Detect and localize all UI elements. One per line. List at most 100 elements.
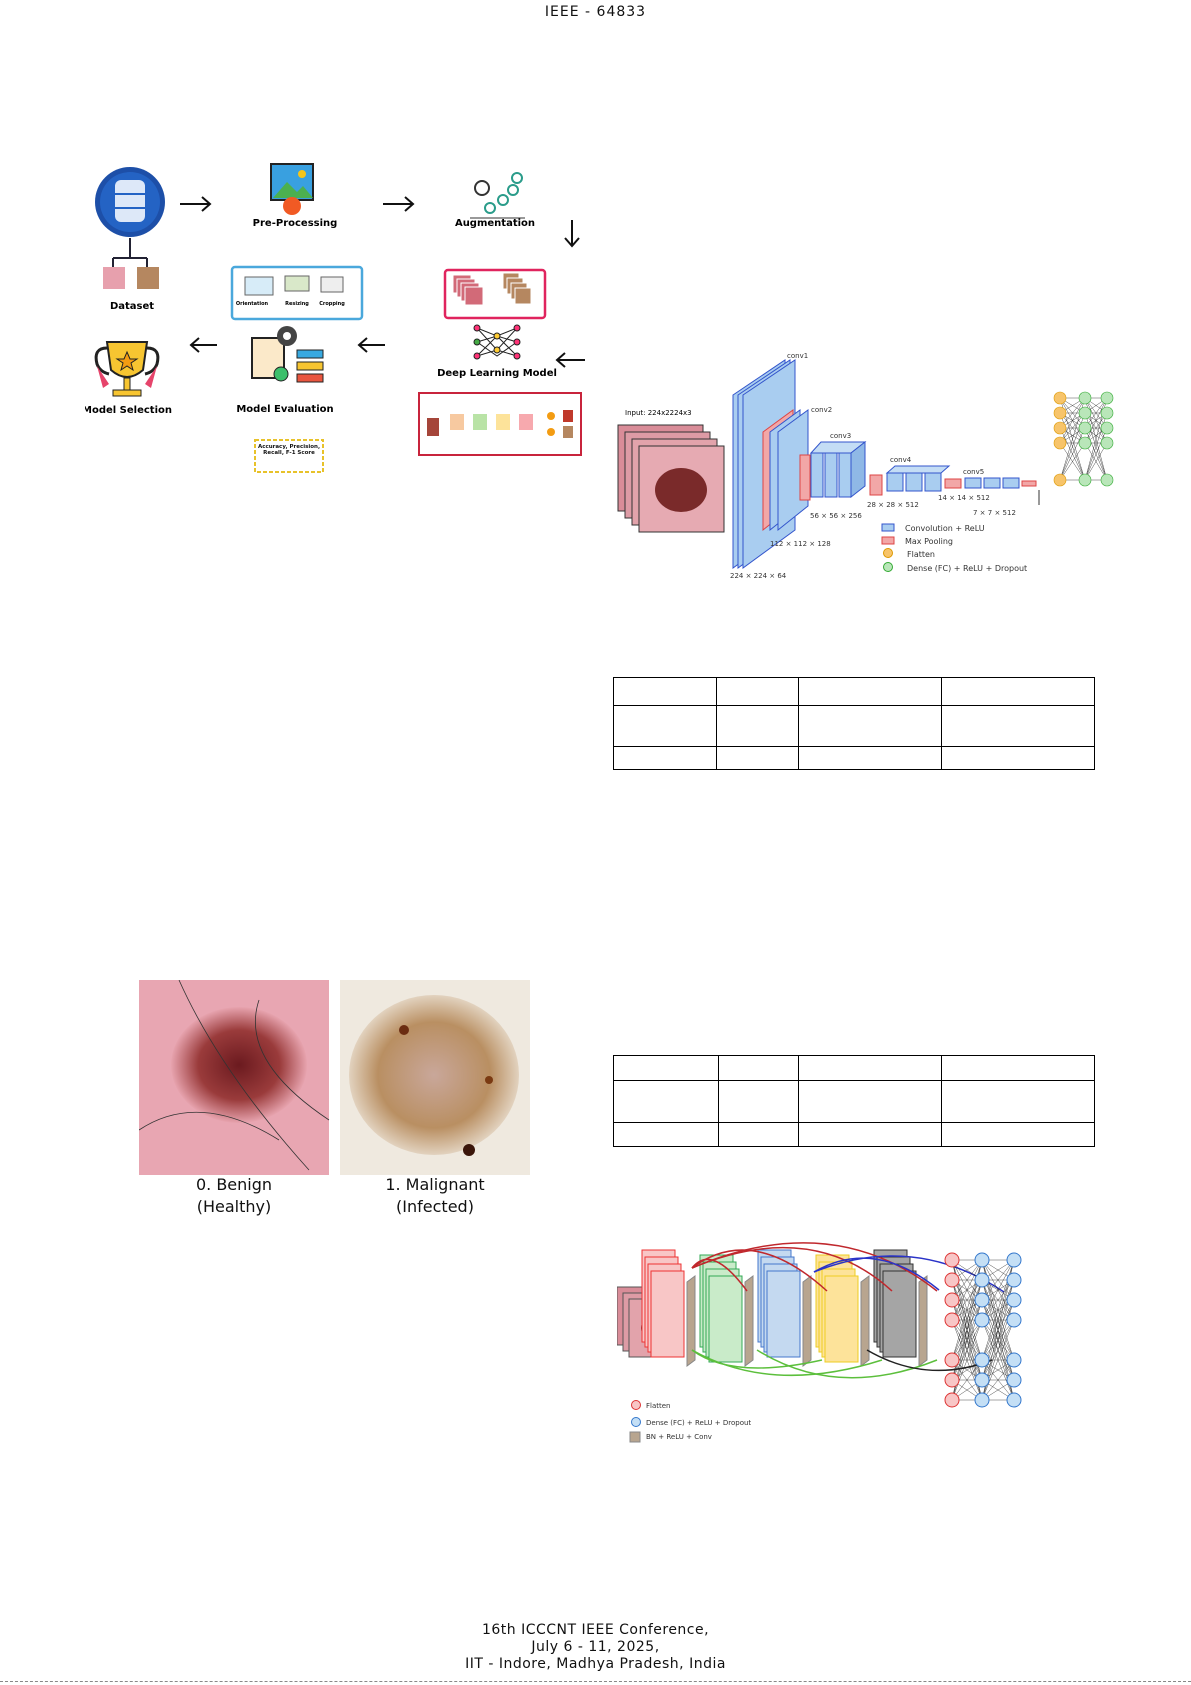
legend-pool: Max Pooling xyxy=(905,537,953,546)
neuron-node xyxy=(1006,1372,1022,1388)
step-augmentation: Augmentation xyxy=(455,218,535,229)
table-row xyxy=(613,1055,1095,1081)
neuron-node xyxy=(1053,391,1067,405)
neuron-node xyxy=(1078,421,1092,435)
fc-layers xyxy=(1053,391,1114,487)
neuron-node xyxy=(1006,1392,1022,1408)
evaluation-icon xyxy=(251,326,324,383)
class-sub: (Infected) xyxy=(396,1197,474,1216)
input-image-stack xyxy=(617,424,725,533)
table-row xyxy=(613,1080,1095,1123)
neuron-node xyxy=(1006,1252,1022,1268)
densenet-architecture-figure: Flatten Dense (FC) + ReLU + Dropout BN +… xyxy=(617,1242,1022,1443)
transition-layer xyxy=(686,1275,696,1367)
neuron-node xyxy=(1053,406,1067,420)
page-bottom-rule xyxy=(0,1681,1191,1682)
input-label: Input: 224x2224x3 xyxy=(625,409,692,417)
class-name: 0. Benign xyxy=(195,1175,273,1194)
conv3-label: conv3 xyxy=(830,432,851,440)
neuron-node xyxy=(974,1392,990,1408)
page-header: IEEE - 64833 xyxy=(544,4,647,20)
neuron-node xyxy=(974,1312,990,1328)
neuron-node xyxy=(1006,1352,1022,1368)
metrics-box xyxy=(254,439,324,473)
neuron-node xyxy=(1006,1312,1022,1328)
vgg-architecture-figure: Input: 224x2224x3 conv1 conv2 conv3 conv… xyxy=(617,352,1114,580)
transition-layer xyxy=(744,1275,754,1367)
conv2-label: conv2 xyxy=(811,406,832,414)
conv5-label: conv5 xyxy=(963,468,984,476)
dense-block-5 xyxy=(873,1249,928,1367)
step-preprocessing: Pre-Processing xyxy=(253,218,338,229)
conv1-label: conv1 xyxy=(787,352,808,360)
label-benign: 0. Benign (Healthy) xyxy=(139,1174,329,1218)
neuron-node xyxy=(1100,436,1114,450)
preproc-resizing: Resizing xyxy=(285,301,309,307)
neuron-node xyxy=(944,1312,960,1328)
neuron-node xyxy=(944,1392,960,1408)
neuron-node xyxy=(1006,1272,1022,1288)
neuron-node xyxy=(944,1372,960,1388)
table-row xyxy=(613,705,1095,747)
preproc-cropping: Cropping xyxy=(319,301,345,307)
dim-label: 224 × 224 × 64 xyxy=(730,572,787,580)
table-row xyxy=(613,746,1095,770)
dim-label: 56 × 56 × 256 xyxy=(810,512,862,520)
augmentation-icon xyxy=(470,172,525,219)
legend-bn-relu-conv: BN + ReLU + Conv xyxy=(646,1433,712,1441)
neuron-node xyxy=(1100,406,1114,420)
arrow-down-icon xyxy=(564,220,580,248)
arrow-right-icon xyxy=(383,196,415,212)
neuron-node xyxy=(1053,436,1067,450)
fc-layers xyxy=(944,1252,1022,1408)
table-1 xyxy=(613,677,1095,770)
page-footer: 16th ICCCNT IEEE Conference, July 6 - 11… xyxy=(0,1622,1191,1673)
neuron-node xyxy=(944,1352,960,1368)
neuron-node xyxy=(1100,473,1114,487)
neuron-node xyxy=(1053,473,1067,487)
arrow-left-icon xyxy=(357,337,385,353)
legend-dense: Dense (FC) + ReLU + Dropout xyxy=(646,1419,751,1427)
neuron-node xyxy=(944,1252,960,1268)
dim-label: 14 × 14 × 512 xyxy=(938,494,990,502)
neuron-node xyxy=(1006,1292,1022,1308)
footer-line: IIT - Indore, Madhya Pradesh, India xyxy=(465,1656,726,1672)
neuron-node xyxy=(1053,421,1067,435)
legend-flatten: Flatten xyxy=(646,1402,671,1410)
neuron-node xyxy=(974,1292,990,1308)
neuron-node xyxy=(1100,391,1114,405)
legend-flatten: Flatten xyxy=(907,550,935,559)
class-sub: (Healthy) xyxy=(196,1197,272,1216)
neuron-node xyxy=(974,1252,990,1268)
neuron-node xyxy=(1078,473,1092,487)
footer-line: July 6 - 11, 2025, xyxy=(531,1639,660,1655)
transition-layer xyxy=(860,1275,870,1367)
neuron-node xyxy=(974,1272,990,1288)
benign-thumb xyxy=(103,267,125,289)
step-model-evaluation: Model Evaluation xyxy=(236,404,333,415)
table-row xyxy=(613,677,1095,706)
evaluation-metrics: Accuracy, Precision, Recall, F-1 Score xyxy=(257,444,321,456)
neuron-node xyxy=(944,1272,960,1288)
malignant-image xyxy=(340,980,530,1175)
trophy-icon xyxy=(94,341,160,397)
neuron-node xyxy=(974,1352,990,1368)
dense-block-1 xyxy=(641,1249,696,1367)
table-row xyxy=(613,1122,1095,1147)
step-model-selection: Model Selection xyxy=(85,405,172,416)
neuron-node xyxy=(944,1292,960,1308)
conv4-label: conv4 xyxy=(890,456,912,464)
class-name: 1. Malignant xyxy=(385,1175,485,1194)
class-sample-images xyxy=(139,980,530,1175)
database-icon xyxy=(95,167,165,237)
neuron-node xyxy=(974,1372,990,1388)
dim-label: 28 × 28 × 512 xyxy=(867,501,919,509)
neuron-node xyxy=(1078,391,1092,405)
arrow-left-icon xyxy=(189,337,217,353)
dim-label: 112 × 112 × 128 xyxy=(770,540,831,548)
neuron-node xyxy=(1100,421,1114,435)
workflow-figure: Dataset Pre-Processing Orientation Resiz… xyxy=(85,163,585,473)
conv5-block xyxy=(944,477,1037,489)
step-deep-learning-model: Deep Learning Model xyxy=(437,368,557,379)
